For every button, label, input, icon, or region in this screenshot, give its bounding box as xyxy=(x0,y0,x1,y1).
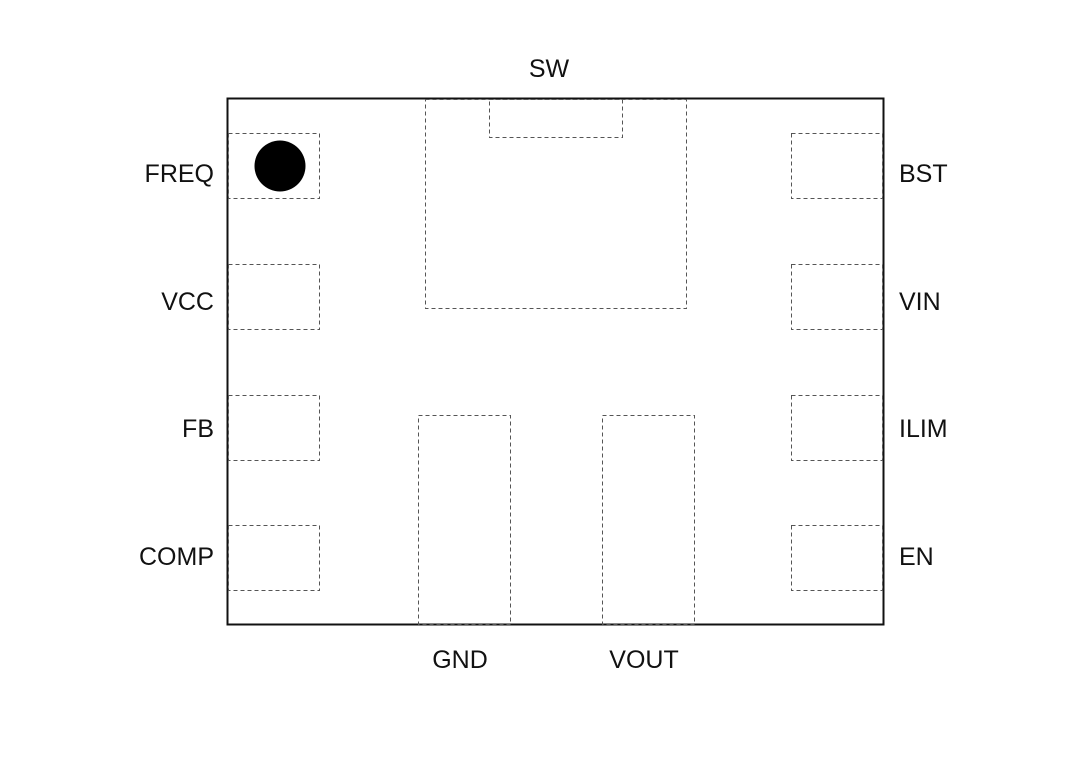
pad-freq xyxy=(228,133,320,199)
pin-label-vcc: VCC xyxy=(161,288,214,316)
pin-label-vout: VOUT xyxy=(609,646,678,674)
pad-ilim xyxy=(791,395,883,461)
pad-bst xyxy=(791,133,883,199)
pin-label-comp: COMP xyxy=(139,543,214,571)
pin-label-freq: FREQ xyxy=(145,160,214,188)
pin-label-bst: BST xyxy=(899,160,948,188)
pin1-marker-icon xyxy=(254,140,306,192)
package-body xyxy=(226,97,885,626)
pad-vcc xyxy=(228,264,320,330)
pin-label-en: EN xyxy=(899,543,934,571)
pad-gnd xyxy=(418,415,511,625)
sw-pad xyxy=(489,99,623,138)
pad-vin xyxy=(791,264,883,330)
pad-en xyxy=(791,525,883,591)
pad-comp xyxy=(228,525,320,591)
pad-vout xyxy=(602,415,695,625)
pin-label-gnd: GND xyxy=(432,646,488,674)
sw-exposed-pad xyxy=(425,99,687,309)
pin-label-ilim: ILIM xyxy=(899,415,948,443)
pin-label-vin: VIN xyxy=(899,288,941,316)
pin-label-fb: FB xyxy=(182,415,214,443)
pad-fb xyxy=(228,395,320,461)
pin-label-sw: SW xyxy=(529,55,570,83)
